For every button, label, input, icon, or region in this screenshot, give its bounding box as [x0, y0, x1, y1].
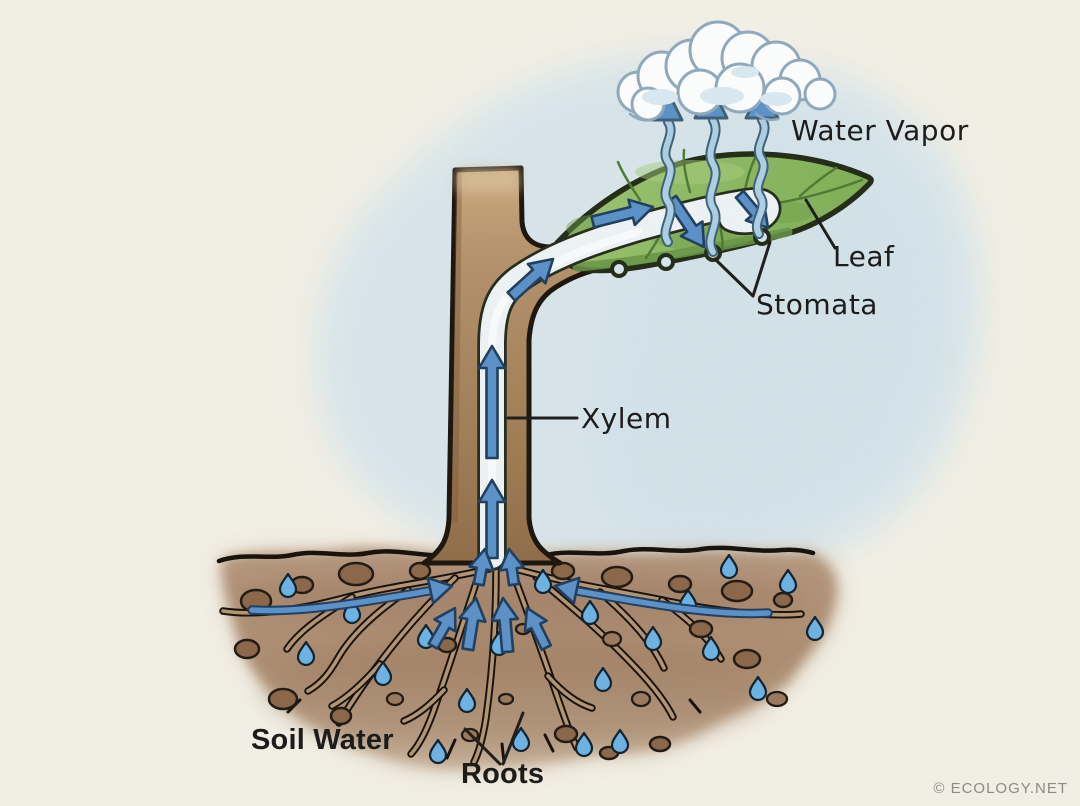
label-xylem: Xylem	[581, 402, 672, 435]
label-water-vapor: Water Vapor	[791, 114, 969, 147]
label-roots: Roots	[461, 758, 545, 790]
label-stomata: Stomata	[756, 288, 878, 321]
watermark: © ECOLOGY.NET	[933, 780, 1068, 797]
label-leaf: Leaf	[833, 240, 895, 273]
label-soil-water: Soil Water	[251, 724, 394, 756]
